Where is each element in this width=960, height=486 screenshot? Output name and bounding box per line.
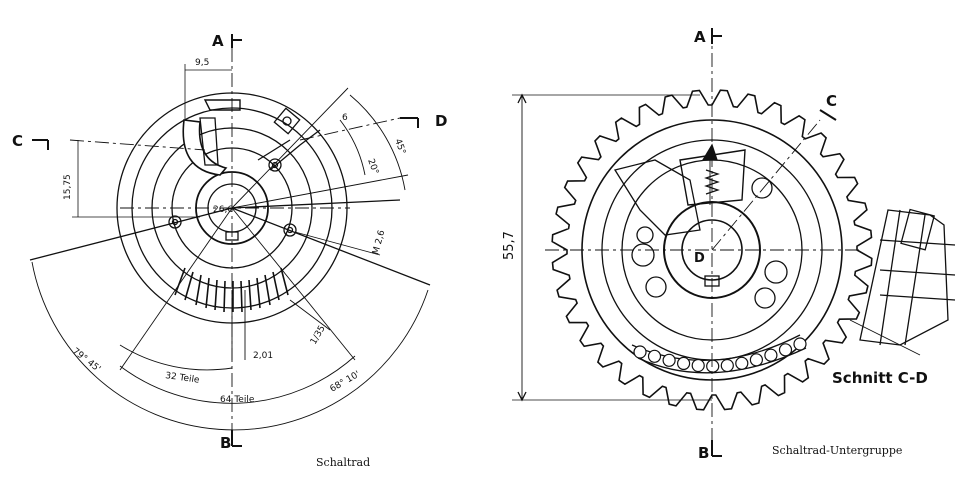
caption-schaltrad: Schaltrad	[316, 456, 370, 469]
schaltrad-drawing	[29, 34, 431, 447]
caption-untergruppe: Schaltrad-Untergruppe	[772, 444, 902, 457]
bearing-ball	[764, 348, 778, 362]
dim-15-75: 15,75	[63, 174, 73, 200]
dim-1-35: 1/35	[309, 324, 328, 347]
label-A-left: A	[212, 32, 224, 50]
schnitt-c-d-label: Schnitt C-D	[832, 369, 928, 387]
label-C-right: C	[826, 92, 837, 110]
bearing-ball	[735, 356, 749, 370]
bearing-ball	[706, 359, 720, 373]
bearing-ball	[676, 356, 691, 370]
dim-64-teile: 64 Teile	[220, 395, 255, 405]
label-C-left: C	[12, 132, 23, 150]
bearing-ball	[749, 353, 764, 367]
dim-32-teile: 32 Teile	[165, 371, 201, 386]
bearing-ball	[720, 358, 734, 373]
label-B-right: B	[698, 444, 709, 462]
bearing-ball	[647, 349, 662, 363]
label-B-left: B	[220, 434, 231, 452]
dim-55-7: 55,7	[502, 231, 517, 260]
untergruppe-drawing	[512, 28, 956, 457]
dim-6: 6	[342, 113, 348, 123]
angle-45: 45°	[392, 138, 407, 156]
dim-9-5: 9,5	[195, 58, 209, 68]
angle-20: 20°	[365, 158, 380, 176]
bearing-ball	[662, 353, 676, 367]
bearing-ball	[633, 345, 647, 359]
schnitt-c-d-view	[849, 208, 956, 356]
untergruppe-labels: A B C 55,7 D Schnitt C-D Schaltrad-Unter…	[502, 28, 928, 462]
angle-79-45: 79° 45'	[70, 346, 102, 374]
schaltrad-labels: A B C D 9,5 15,75 26,6 M 2,6 45° 20° 6 1…	[12, 32, 447, 469]
dim-2-01: 2,01	[253, 351, 273, 361]
angle-68-10: 68° 10'	[329, 370, 362, 395]
comb-teeth	[174, 267, 289, 313]
label-D-inner: D	[694, 251, 705, 266]
bearing-ball	[793, 337, 807, 351]
label-A-right: A	[694, 28, 706, 46]
dim-26-6: 26,6	[213, 205, 233, 215]
label-D-left: D	[435, 112, 447, 130]
dim-m2-6: M 2,6	[371, 229, 387, 256]
ball-row	[633, 337, 807, 373]
bearing-ball	[778, 343, 793, 357]
bearing-ball	[691, 358, 705, 373]
